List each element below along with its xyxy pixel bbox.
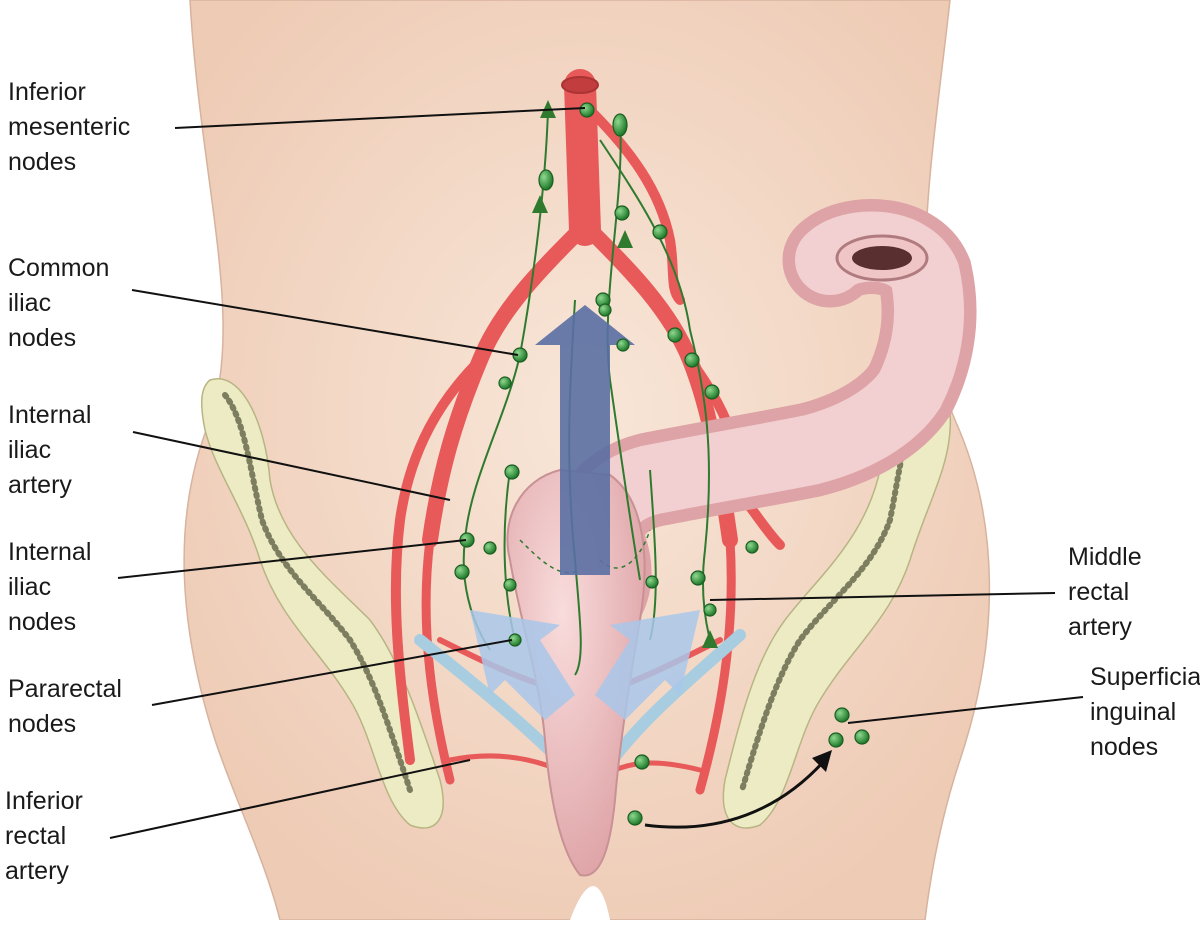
label-inferior-mesenteric-nodes: Inferior mesenteric nodes bbox=[8, 78, 131, 176]
leg-gap bbox=[570, 886, 610, 920]
label-internal-iliac-artery: Internal iliac artery bbox=[8, 401, 92, 499]
label-internal-iliac-nodes: Internal iliac nodes bbox=[8, 538, 92, 636]
leader-internal-iliac-artery bbox=[132, 431, 451, 501]
leader-pararectal bbox=[151, 639, 513, 706]
leader-superficial-inguinal bbox=[847, 696, 1084, 724]
label-common-iliac-nodes: Common iliac nodes bbox=[8, 254, 110, 352]
upward-arrow bbox=[535, 305, 635, 575]
leader-inferior-mesenteric bbox=[174, 107, 586, 129]
inguinal-flow-arrow bbox=[644, 758, 827, 829]
leader-middle-rectal-artery bbox=[709, 592, 1056, 601]
leader-internal-iliac-nodes bbox=[117, 539, 467, 579]
leader-inferior-rectal-artery bbox=[109, 759, 471, 839]
lateral-arrow-right bbox=[595, 610, 700, 720]
leader-lines bbox=[109, 107, 1084, 839]
lymph-flow-arrowheads bbox=[532, 100, 718, 648]
label-middle-rectal-artery: Middle rectal artery bbox=[1068, 543, 1142, 641]
pelvic-bone-left bbox=[200, 377, 444, 829]
lateral-arrow-left bbox=[470, 610, 575, 720]
label-superficial-inguinal-nodes: Superficial inguinal nodes bbox=[1090, 663, 1200, 761]
lymph-nodes bbox=[454, 102, 870, 826]
leader-common-iliac bbox=[131, 289, 519, 356]
label-pararectal-nodes: Pararectal nodes bbox=[8, 675, 122, 738]
label-inferior-rectal-artery: Inferior rectal artery bbox=[5, 787, 83, 885]
